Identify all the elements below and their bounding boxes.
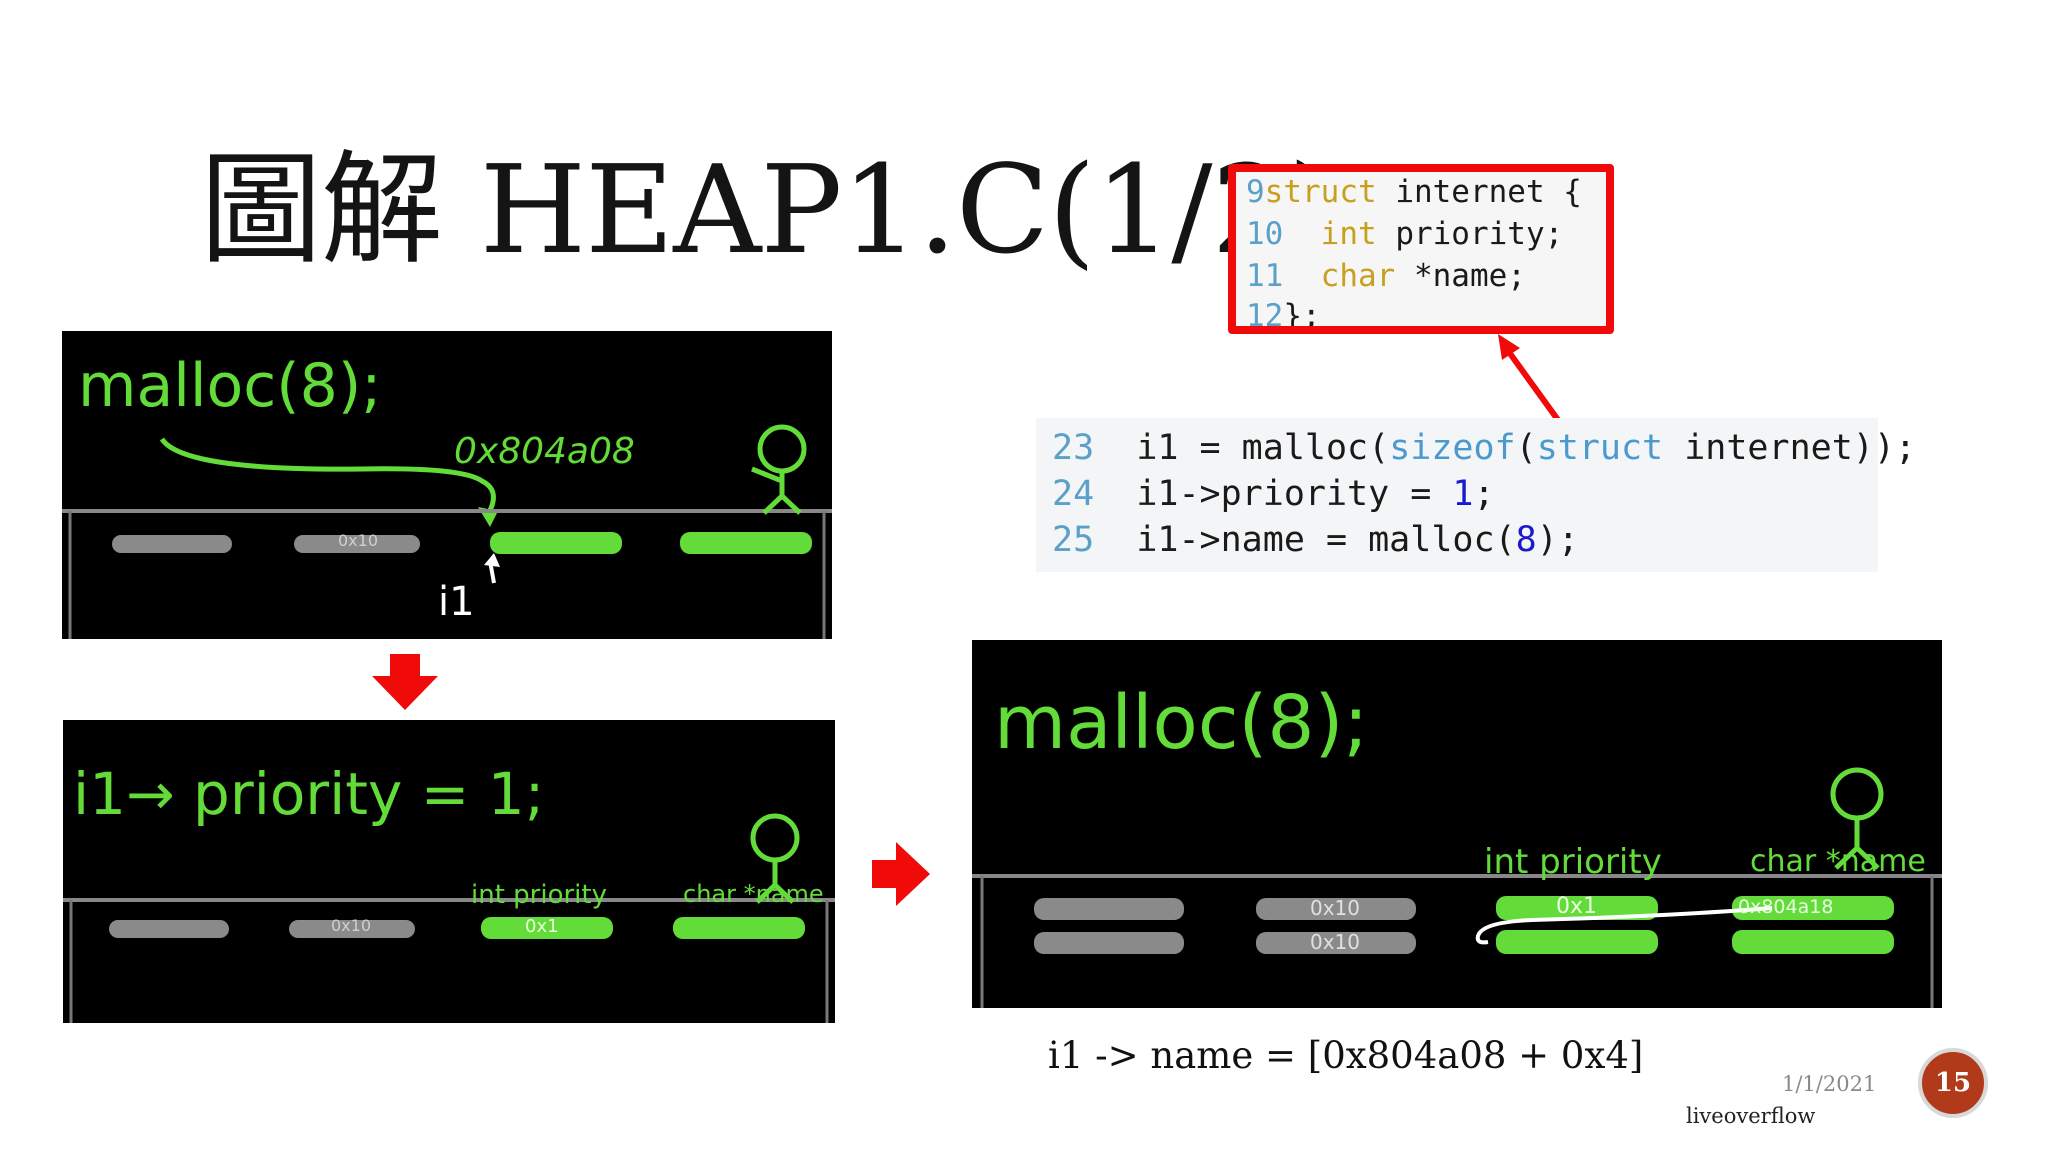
code-text: ( [1515, 428, 1537, 468]
line-number: 9 [1246, 174, 1265, 210]
struct-line: 9struct internet { [1246, 174, 1582, 210]
down-arrow-icon [372, 654, 438, 710]
line-number: 25 [1052, 520, 1095, 560]
code-text: i1->priority = [1136, 474, 1453, 514]
chunk-size-label: 0x10 [338, 531, 379, 550]
code-line: 24 i1->priority = 1; [1052, 474, 1495, 514]
code-text: internet { [1376, 174, 1582, 210]
slide-date: 1/1/2021 [1782, 1072, 1877, 1096]
heap-sketch-icon [972, 767, 1942, 1008]
struct-code-box: 9struct internet { 10 int priority; 11 c… [1228, 164, 1614, 334]
code-text: *name; [1395, 258, 1526, 294]
code-text: ); [1536, 520, 1579, 560]
code-text: i1 = malloc( [1136, 428, 1390, 468]
code-snippet-box: 23 i1 = malloc(sizeof(struct internet));… [1036, 418, 1916, 572]
pointer-label: i1 [438, 579, 475, 625]
heap-diagram-malloc: malloc(8); 0x804a08 0x10 i1 [62, 331, 832, 639]
address-label: 0x804a08 [454, 431, 635, 472]
heap-diagram-name-malloc: malloc(8); int priority char *name 0x10 … [972, 640, 1942, 1008]
chunk-size-label: 0x10 [331, 916, 372, 935]
struct-line: 10 int priority; [1246, 216, 1563, 252]
code-line: 23 i1 = malloc(sizeof(struct internet)); [1052, 428, 1916, 468]
heap-sketch-icon [62, 424, 832, 639]
code-text: ; [1473, 474, 1495, 514]
line-number: 24 [1052, 474, 1095, 514]
panel-heading: malloc(8); [78, 351, 382, 421]
line-number: 11 [1246, 258, 1284, 294]
panel-heading: i1→ priority = 1; [73, 760, 545, 828]
red-pointer-arrow-icon [1498, 334, 1561, 422]
value-label: 0x1 [525, 916, 559, 937]
right-arrow-icon [872, 842, 930, 906]
heap-sketch-icon [63, 813, 835, 1023]
value-label: 0x1 [1556, 894, 1598, 919]
pointer-value-label: 0x804a18 [1738, 896, 1834, 918]
line-number: 10 [1246, 216, 1284, 252]
number-literal: 1 [1452, 474, 1474, 514]
heap-diagram-priority: i1→ priority = 1; int priority char *nam… [63, 720, 835, 1023]
page-number-badge: 15 [1918, 1048, 1988, 1118]
field-label: char *name [1750, 844, 1926, 879]
field-label: int priority [1484, 842, 1662, 882]
slide-title: 圖解 HEAP1.C(1/2) [200, 139, 1336, 281]
slide-author: liveoverflow [1686, 1104, 1816, 1128]
field-label: int priority [471, 880, 607, 910]
chunk-size-label: 0x10 [1310, 896, 1361, 920]
struct-line: 12}; [1246, 298, 1321, 334]
keyword: struct [1536, 428, 1664, 468]
panel-heading: malloc(8); [994, 680, 1369, 766]
keyword: struct [1264, 174, 1377, 210]
code-text: }; [1283, 298, 1321, 334]
keyword: char [1320, 258, 1396, 294]
code-text: i1->name = malloc( [1136, 520, 1516, 560]
number-literal: 8 [1515, 520, 1537, 560]
slide-caption: i1 -> name = [0x804a08 + 0x4] [1048, 1034, 1644, 1077]
code-line: 25 i1->name = malloc(8); [1052, 520, 1579, 560]
chunk-size-label: 0x10 [1310, 930, 1361, 954]
code-text: internet)); [1663, 428, 1917, 468]
code-text: priority; [1376, 216, 1564, 252]
keyword: sizeof [1389, 428, 1516, 468]
line-number: 12 [1246, 298, 1284, 334]
line-number: 23 [1052, 428, 1095, 468]
field-label: char *name [683, 880, 824, 908]
keyword: int [1320, 216, 1377, 252]
struct-line: 11 char *name; [1246, 258, 1526, 294]
